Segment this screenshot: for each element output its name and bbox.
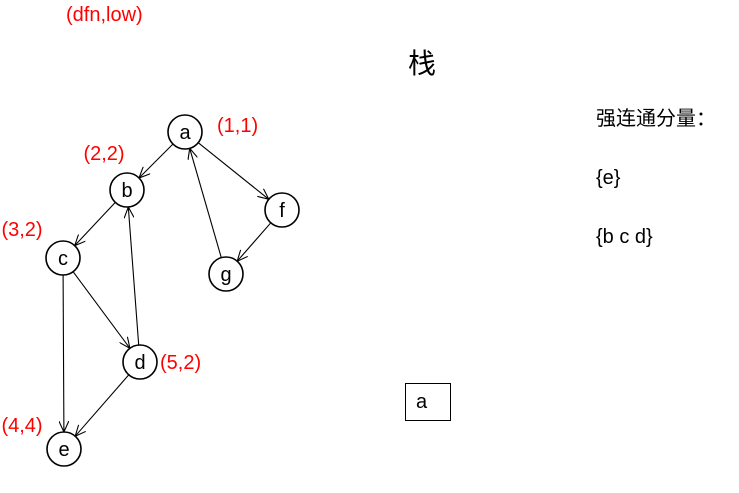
node-b: b (2,2) — [83, 143, 145, 208]
node-circle — [46, 431, 82, 467]
edge-a-b — [139, 143, 174, 178]
node-label: a — [179, 122, 191, 144]
dfn-low-legend: (dfn,low) — [66, 4, 143, 26]
node-circle — [167, 114, 203, 150]
node-label: b — [121, 180, 132, 202]
edge-d-b — [128, 207, 140, 346]
edge-d-e — [75, 374, 130, 436]
node-label: g — [220, 264, 231, 286]
scc-title: 强连通分量： — [596, 106, 716, 130]
node-e: e (4,4) — [1, 415, 82, 467]
edge-a-f — [197, 142, 269, 200]
dfn-low-label: (4,4) — [1, 415, 42, 437]
node-f: f — [264, 192, 300, 228]
node-label: e — [58, 439, 69, 461]
node-circle — [264, 192, 300, 228]
edge-c-e — [63, 274, 64, 432]
edge-c-d — [72, 271, 130, 349]
node-a: a (1,1) — [167, 114, 258, 150]
node-circle — [45, 240, 81, 276]
nodes-layer: a (1,1) b (2,2) c (3,2) d (5,2) e (4,4) f g — [1, 114, 300, 467]
dfn-low-label: (1,1) — [217, 115, 258, 137]
node-circle — [122, 344, 158, 380]
dfn-low-label: (2,2) — [83, 143, 124, 165]
scc-component: {b c d} — [596, 226, 653, 248]
dfn-low-label: (3,2) — [1, 219, 42, 241]
dfn-low-label: (5,2) — [160, 352, 201, 374]
stack-box: a — [405, 383, 451, 421]
edge-g-a — [190, 148, 222, 258]
node-label: f — [279, 200, 285, 222]
node-g: g — [208, 256, 244, 292]
scc-component: {e} — [596, 167, 621, 189]
node-d: d (5,2) — [122, 344, 201, 380]
edge-b-c — [75, 202, 116, 245]
node-label: c — [58, 248, 68, 270]
node-circle — [208, 256, 244, 292]
node-label: d — [134, 352, 145, 374]
node-circle — [109, 172, 145, 208]
edges-layer — [63, 142, 272, 437]
node-c: c (3,2) — [1, 219, 81, 276]
edge-f-g — [237, 222, 272, 261]
stack-title: 栈 — [408, 47, 437, 80]
stack-item: a — [416, 390, 428, 413]
